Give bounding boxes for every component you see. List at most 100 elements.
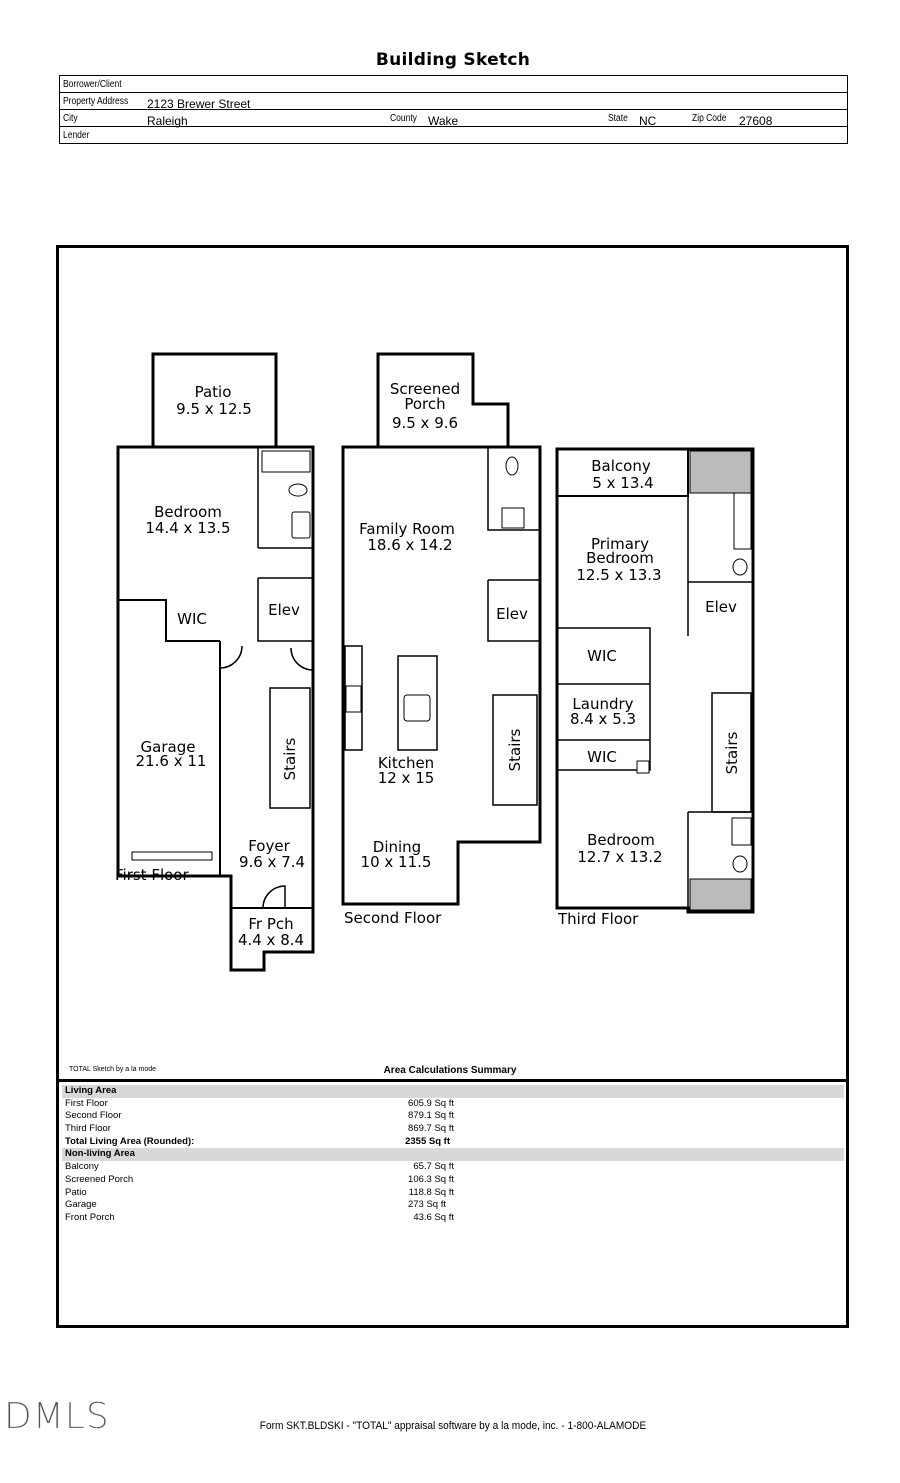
room-name: Elev bbox=[705, 598, 737, 616]
bath-wall-2 bbox=[487, 447, 540, 531]
room-name: Stairs bbox=[723, 731, 741, 774]
address-label: Property Address bbox=[63, 96, 129, 107]
floor-label: Second Floor bbox=[344, 909, 442, 927]
dmls-logo: DMLS bbox=[4, 1396, 110, 1437]
elev-wall-1 bbox=[257, 578, 313, 642]
room-name: Bedroom bbox=[586, 549, 654, 567]
room-dims: 18.6 x 14.2 bbox=[367, 536, 452, 554]
kitchen-island bbox=[397, 655, 438, 751]
address-value: 2123 Brewer Street bbox=[147, 97, 251, 111]
room-name: WIC bbox=[587, 748, 617, 766]
room-name: WIC bbox=[587, 647, 617, 665]
floor-label: Third Floor bbox=[557, 910, 639, 928]
stairs-2 bbox=[492, 694, 538, 806]
room-name: Garage bbox=[141, 738, 196, 756]
kitchen-sink-icon bbox=[403, 694, 431, 722]
room-name: Dining bbox=[373, 838, 421, 856]
room-dims: 9.6 x 7.4 bbox=[239, 853, 305, 871]
room-dims: 10 x 11.5 bbox=[361, 853, 432, 871]
property-info-table: Borrower/Client Property Address 2123 Br… bbox=[59, 75, 848, 144]
table-row: Second Floor 879.1 Sq ft bbox=[65, 1110, 454, 1122]
room-name: Stairs bbox=[506, 728, 524, 771]
toilet-icon-3 bbox=[732, 558, 748, 576]
zip-label: Zip Code bbox=[692, 113, 727, 124]
room-name: Elev bbox=[268, 601, 300, 619]
room-name: Primary bbox=[591, 535, 649, 553]
screened-porch-outline bbox=[376, 352, 510, 447]
room-name: Bedroom bbox=[587, 831, 655, 849]
room-name: Fr Pch bbox=[248, 915, 293, 933]
stove-icon bbox=[345, 685, 362, 713]
room-dims: 14.4 x 13.5 bbox=[145, 519, 230, 537]
room-dims: 4.4 x 8.4 bbox=[238, 931, 304, 949]
room-name: Patio bbox=[195, 383, 232, 401]
nonliving-area-header: Non-living Area bbox=[62, 1148, 844, 1162]
toilet-icon bbox=[288, 483, 308, 497]
garage-door-icon bbox=[131, 851, 213, 861]
total-row: Total Living Area (Rounded): 2355 Sq ft bbox=[65, 1135, 450, 1147]
room-name: Kitchen bbox=[378, 754, 434, 772]
room-dims: 8.4 x 5.3 bbox=[570, 710, 636, 728]
bathtub-icon bbox=[261, 450, 311, 473]
room-dims: 5 x 13.4 bbox=[592, 474, 653, 492]
living-area-header: Living Area bbox=[62, 1085, 844, 1098]
toilet-icon-2 bbox=[505, 456, 519, 476]
lender-row: Lender bbox=[60, 127, 847, 144]
table-row: Balcony 65.7 Sq ft bbox=[65, 1161, 454, 1173]
sink-icon bbox=[291, 511, 311, 539]
wic-laundry-walls bbox=[557, 627, 651, 771]
city-label: City bbox=[63, 113, 78, 124]
kitchen-counter bbox=[344, 645, 363, 751]
sketch-summary-divider bbox=[56, 1079, 849, 1082]
city-value: Raleigh bbox=[147, 114, 188, 128]
borrower-label: Borrower/Client bbox=[63, 79, 122, 90]
city-row: City Raleigh County Wake State NC Zip Co… bbox=[60, 110, 847, 128]
room-dims: 12.5 x 13.3 bbox=[576, 566, 661, 584]
bath-wall-3 bbox=[687, 496, 753, 636]
table-row: Front Porch 43.6 Sq ft bbox=[65, 1211, 454, 1223]
room-dims: 9.5 x 12.5 bbox=[176, 400, 252, 418]
appliance-icon bbox=[636, 760, 650, 774]
zip-value: 27608 bbox=[739, 114, 773, 128]
room-name: Bedroom bbox=[154, 503, 222, 521]
page-title: Building Sketch bbox=[375, 50, 531, 70]
door-swing-icon bbox=[219, 645, 243, 669]
state-label: State bbox=[608, 113, 628, 124]
table-row: Screened Porch 106.3 Sq ft bbox=[65, 1173, 454, 1185]
elev-walls-2 bbox=[487, 579, 540, 642]
toilet-icon-4 bbox=[732, 855, 748, 873]
stairs-1 bbox=[269, 687, 311, 809]
sink-icon-2 bbox=[501, 507, 525, 529]
second-floor-outline bbox=[341, 445, 542, 906]
room-dims: 12.7 x 13.2 bbox=[577, 848, 662, 866]
sink-icon-3 bbox=[731, 817, 752, 846]
room-name: WIC bbox=[177, 610, 207, 628]
room-name: Porch bbox=[404, 395, 445, 413]
room-name: Screened bbox=[390, 380, 460, 398]
table-row: Patio 118.8 Sq ft bbox=[65, 1186, 454, 1198]
door-swing-icon-3 bbox=[262, 885, 286, 909]
shower-icon bbox=[689, 450, 752, 494]
room-name: Stairs bbox=[281, 737, 299, 780]
room-dims: 9.5 x 9.6 bbox=[392, 414, 458, 432]
area-summary-title: Area Calculations Summary bbox=[383, 1065, 517, 1076]
table-row: Third Floor 869.7 Sq ft bbox=[65, 1123, 454, 1135]
county-label: County bbox=[390, 113, 417, 124]
bath-wall-4 bbox=[687, 811, 753, 912]
state-value: NC bbox=[639, 114, 657, 128]
county-value: Wake bbox=[428, 114, 459, 128]
room-name: Balcony bbox=[591, 457, 651, 475]
shower-icon-2 bbox=[689, 878, 752, 911]
sketch-frame bbox=[56, 245, 849, 1328]
table-row: First Floor 605.9 Sq ft bbox=[65, 1097, 454, 1109]
room-name: Laundry bbox=[572, 695, 633, 713]
room-name: Family Room bbox=[359, 520, 455, 538]
lender-label: Lender bbox=[63, 130, 90, 141]
room-name: Elev bbox=[496, 605, 528, 623]
form-footer: Form SKT.BLDSKI - "TOTAL" appraisal soft… bbox=[259, 1420, 647, 1432]
room-name: Foyer bbox=[248, 837, 290, 855]
room-dims: 12 x 15 bbox=[378, 769, 435, 787]
first-floor-outline bbox=[116, 445, 315, 972]
table-row: Garage 273 Sq ft bbox=[65, 1199, 446, 1211]
